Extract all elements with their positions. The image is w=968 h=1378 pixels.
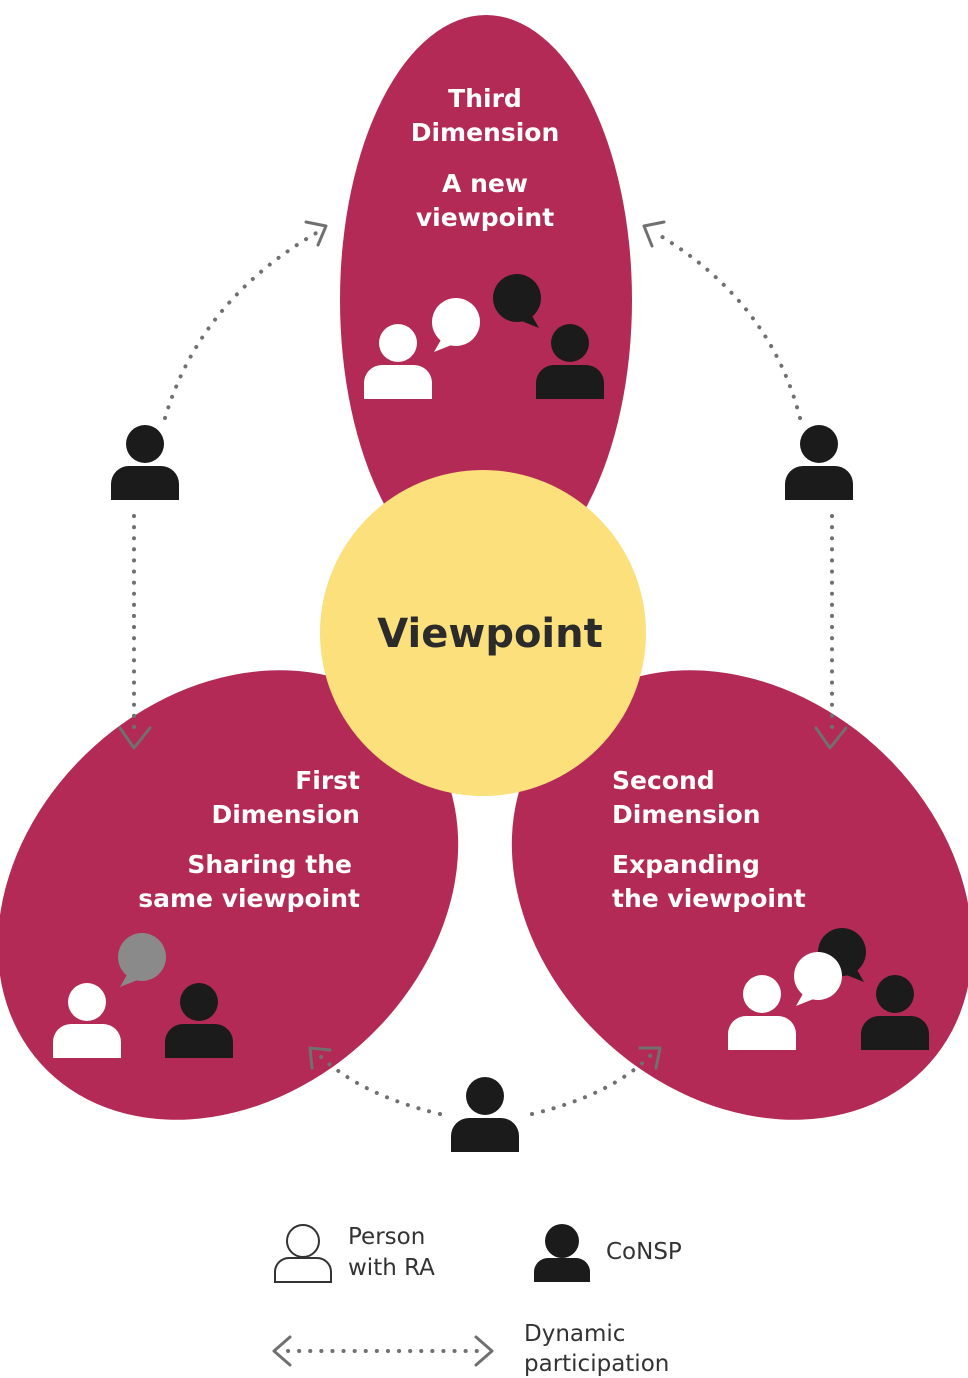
second-dimension-sub-2: the viewpoint xyxy=(612,884,806,913)
third-dimension-petal xyxy=(340,15,632,585)
third-dimension-title-2: Dimension xyxy=(411,118,560,147)
consp-legend-icon xyxy=(534,1224,590,1282)
arrowhead-icon xyxy=(814,726,848,750)
second-dimension-petal xyxy=(511,670,968,1120)
legend-dynamic-line2: participation xyxy=(524,1351,669,1377)
dynamic-participation-arrow-left-upper xyxy=(163,230,320,420)
arrowhead-icon xyxy=(308,1046,332,1070)
first-dimension-title-2: Dimension xyxy=(211,800,360,829)
third-dimension-sub-1: A new xyxy=(442,169,528,198)
legend: Person with RA CoNSP Dynamic participati… xyxy=(272,1224,682,1377)
first-dimension-sub-1: Sharing the xyxy=(187,850,352,879)
arrowhead-icon xyxy=(638,1046,662,1070)
third-dimension-sub-2: viewpoint xyxy=(416,203,554,232)
dotted-double-arrow-icon xyxy=(272,1335,494,1367)
arrowhead-icon xyxy=(118,726,152,750)
person-with-ra-legend-icon xyxy=(274,1224,332,1283)
first-dimension-petal xyxy=(0,670,459,1120)
arrowhead-icon xyxy=(304,220,328,247)
consp-person-icon xyxy=(785,425,853,500)
consp-person-icon xyxy=(451,1077,519,1152)
second-dimension-title-1: Second xyxy=(612,766,715,795)
second-dimension-sub-1: Expanding xyxy=(612,850,760,879)
viewpoint-circle xyxy=(320,470,646,796)
viewpoint-label: Viewpoint xyxy=(377,611,602,657)
first-dimension-title-1: First xyxy=(295,766,360,795)
dynamic-participation-arrow-right-upper xyxy=(652,230,802,420)
legend-consp: CoNSP xyxy=(606,1239,682,1265)
legend-dynamic-line1: Dynamic xyxy=(524,1321,625,1347)
first-dimension-sub-2: same viewpoint xyxy=(138,884,360,913)
consp-person-icon xyxy=(111,425,179,500)
arrowhead-icon xyxy=(642,220,666,248)
second-dimension-title-2: Dimension xyxy=(612,800,761,829)
legend-person-ra-line1: Person xyxy=(348,1224,425,1250)
third-dimension-title-1: Third xyxy=(448,84,522,113)
dynamic-participation-arrow-bottom-right xyxy=(530,1052,654,1116)
legend-person-ra-line2: with RA xyxy=(348,1255,435,1281)
